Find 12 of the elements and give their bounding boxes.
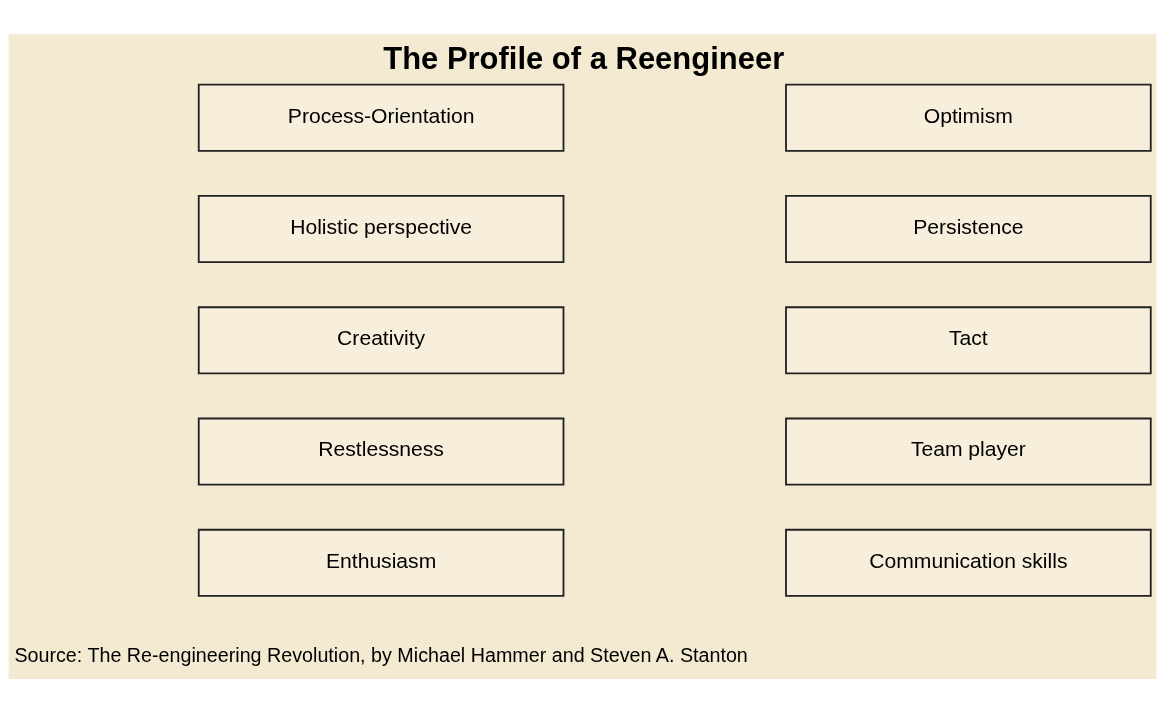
node-box: Optimism: [785, 83, 1152, 152]
node-box: Persistence: [785, 195, 1152, 264]
diagram-title: The Profile of a Reengineer: [383, 40, 785, 76]
node-box: Holistic perspective: [197, 195, 565, 264]
caption: Source: The Re-engineering Revolution, by Michael Hammer and Steven A. Stanton: [14, 644, 748, 667]
node-box: Team player: [785, 417, 1152, 486]
node-box: Enthusiasm: [197, 528, 565, 597]
node-box: Creativity: [197, 306, 565, 375]
node-box: Communication skills: [785, 528, 1152, 597]
node-box: Tact: [785, 306, 1152, 375]
node-box: Restlessness: [197, 417, 565, 486]
node-box: Process-Orientation: [197, 83, 565, 152]
